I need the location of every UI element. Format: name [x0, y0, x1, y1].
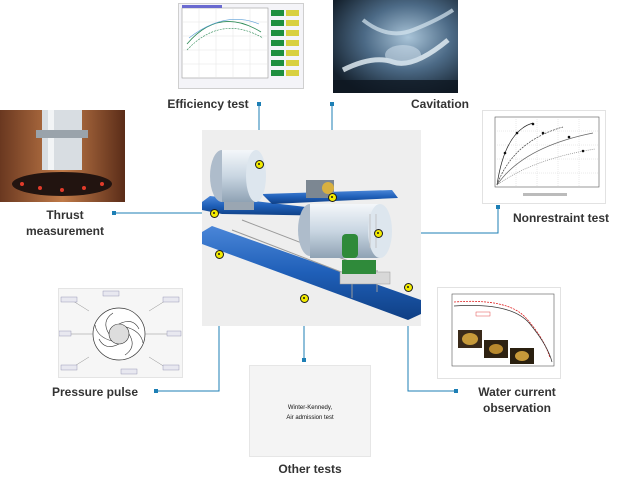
- endpoint-thrust: [112, 211, 116, 215]
- test-rig-image: [202, 130, 421, 326]
- nonrestraint-chart-image: [494, 116, 600, 196]
- marker-efficiency[interactable]: [255, 160, 264, 169]
- marker-water[interactable]: [404, 283, 413, 292]
- label-nonrestraint-test: Nonrestraint test: [512, 211, 610, 225]
- efficiency-test-thumbnail: [178, 3, 304, 89]
- marker-pressure[interactable]: [215, 250, 224, 259]
- label-other-tests: Other tests: [278, 462, 342, 476]
- endpoint-other: [302, 358, 306, 362]
- endpoint-cavitation: [330, 102, 334, 106]
- marker-other[interactable]: [300, 294, 309, 303]
- marker-cavitation[interactable]: [328, 193, 337, 202]
- label-water-line1: Water current: [478, 385, 556, 399]
- label-thrust-measurement: Thrust measurement: [22, 207, 108, 239]
- thrust-measurement-thumbnail: [0, 110, 125, 202]
- marker-thrust[interactable]: [210, 209, 219, 218]
- pressure-pulse-diagram: [59, 290, 182, 375]
- cavitation-thumbnail: [333, 0, 458, 93]
- test-rig-illustration: [202, 130, 421, 326]
- endpoint-water: [454, 389, 458, 393]
- other-tests-text-line2: Air admission test: [286, 415, 334, 421]
- endpoint-pressure: [154, 389, 158, 393]
- other-tests-box: Winter-Kennedy, Air admission test: [249, 365, 371, 457]
- other-tests-text-line1: Winter-Kennedy,: [287, 405, 333, 411]
- label-thrust-line1: Thrust: [46, 208, 84, 222]
- label-water-current-observation: Water current observation: [466, 384, 568, 416]
- water-current-thumbnail: [437, 287, 561, 379]
- label-efficiency-test: Efficiency test: [167, 97, 249, 111]
- endpoint-efficiency: [257, 102, 261, 106]
- marker-nonrestraint[interactable]: [374, 229, 383, 238]
- thrust-photo: [0, 110, 125, 202]
- label-water-line2: observation: [482, 401, 551, 415]
- water-current-chart-image: [451, 293, 555, 367]
- endpoint-nonrestraint: [496, 205, 500, 209]
- label-pressure-pulse: Pressure pulse: [51, 385, 139, 399]
- efficiency-chart-image: [179, 4, 303, 88]
- pressure-pulse-thumbnail: [58, 288, 183, 378]
- cavitation-photo: [333, 0, 458, 93]
- label-cavitation: Cavitation: [410, 97, 469, 111]
- nonrestraint-test-thumbnail: [482, 110, 606, 204]
- label-thrust-line2: measurement: [25, 224, 105, 238]
